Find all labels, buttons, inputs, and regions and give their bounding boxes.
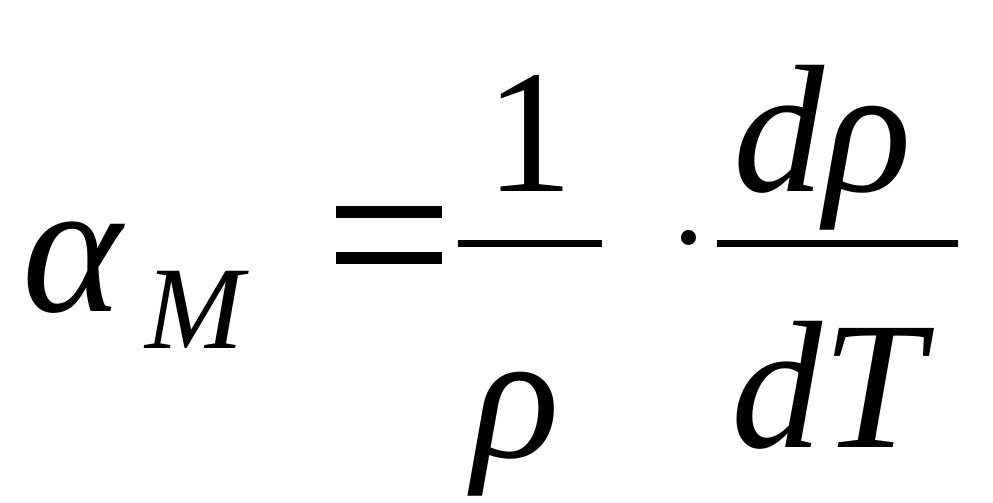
denominator-d-t: dT xyxy=(731,286,924,487)
fraction-bar-1 xyxy=(458,240,602,247)
equals-bar-top xyxy=(336,206,442,218)
denominator-rho: ρ xyxy=(472,296,560,497)
numerator-d-rho: dρ xyxy=(733,30,912,231)
fraction-bar-2 xyxy=(717,240,958,247)
multiplication-dot xyxy=(681,230,696,245)
subscript-m: M xyxy=(145,243,244,374)
equals-bar-bottom xyxy=(336,252,442,264)
alpha-symbol: α xyxy=(22,143,122,353)
numerator-one: 1 xyxy=(485,35,573,230)
